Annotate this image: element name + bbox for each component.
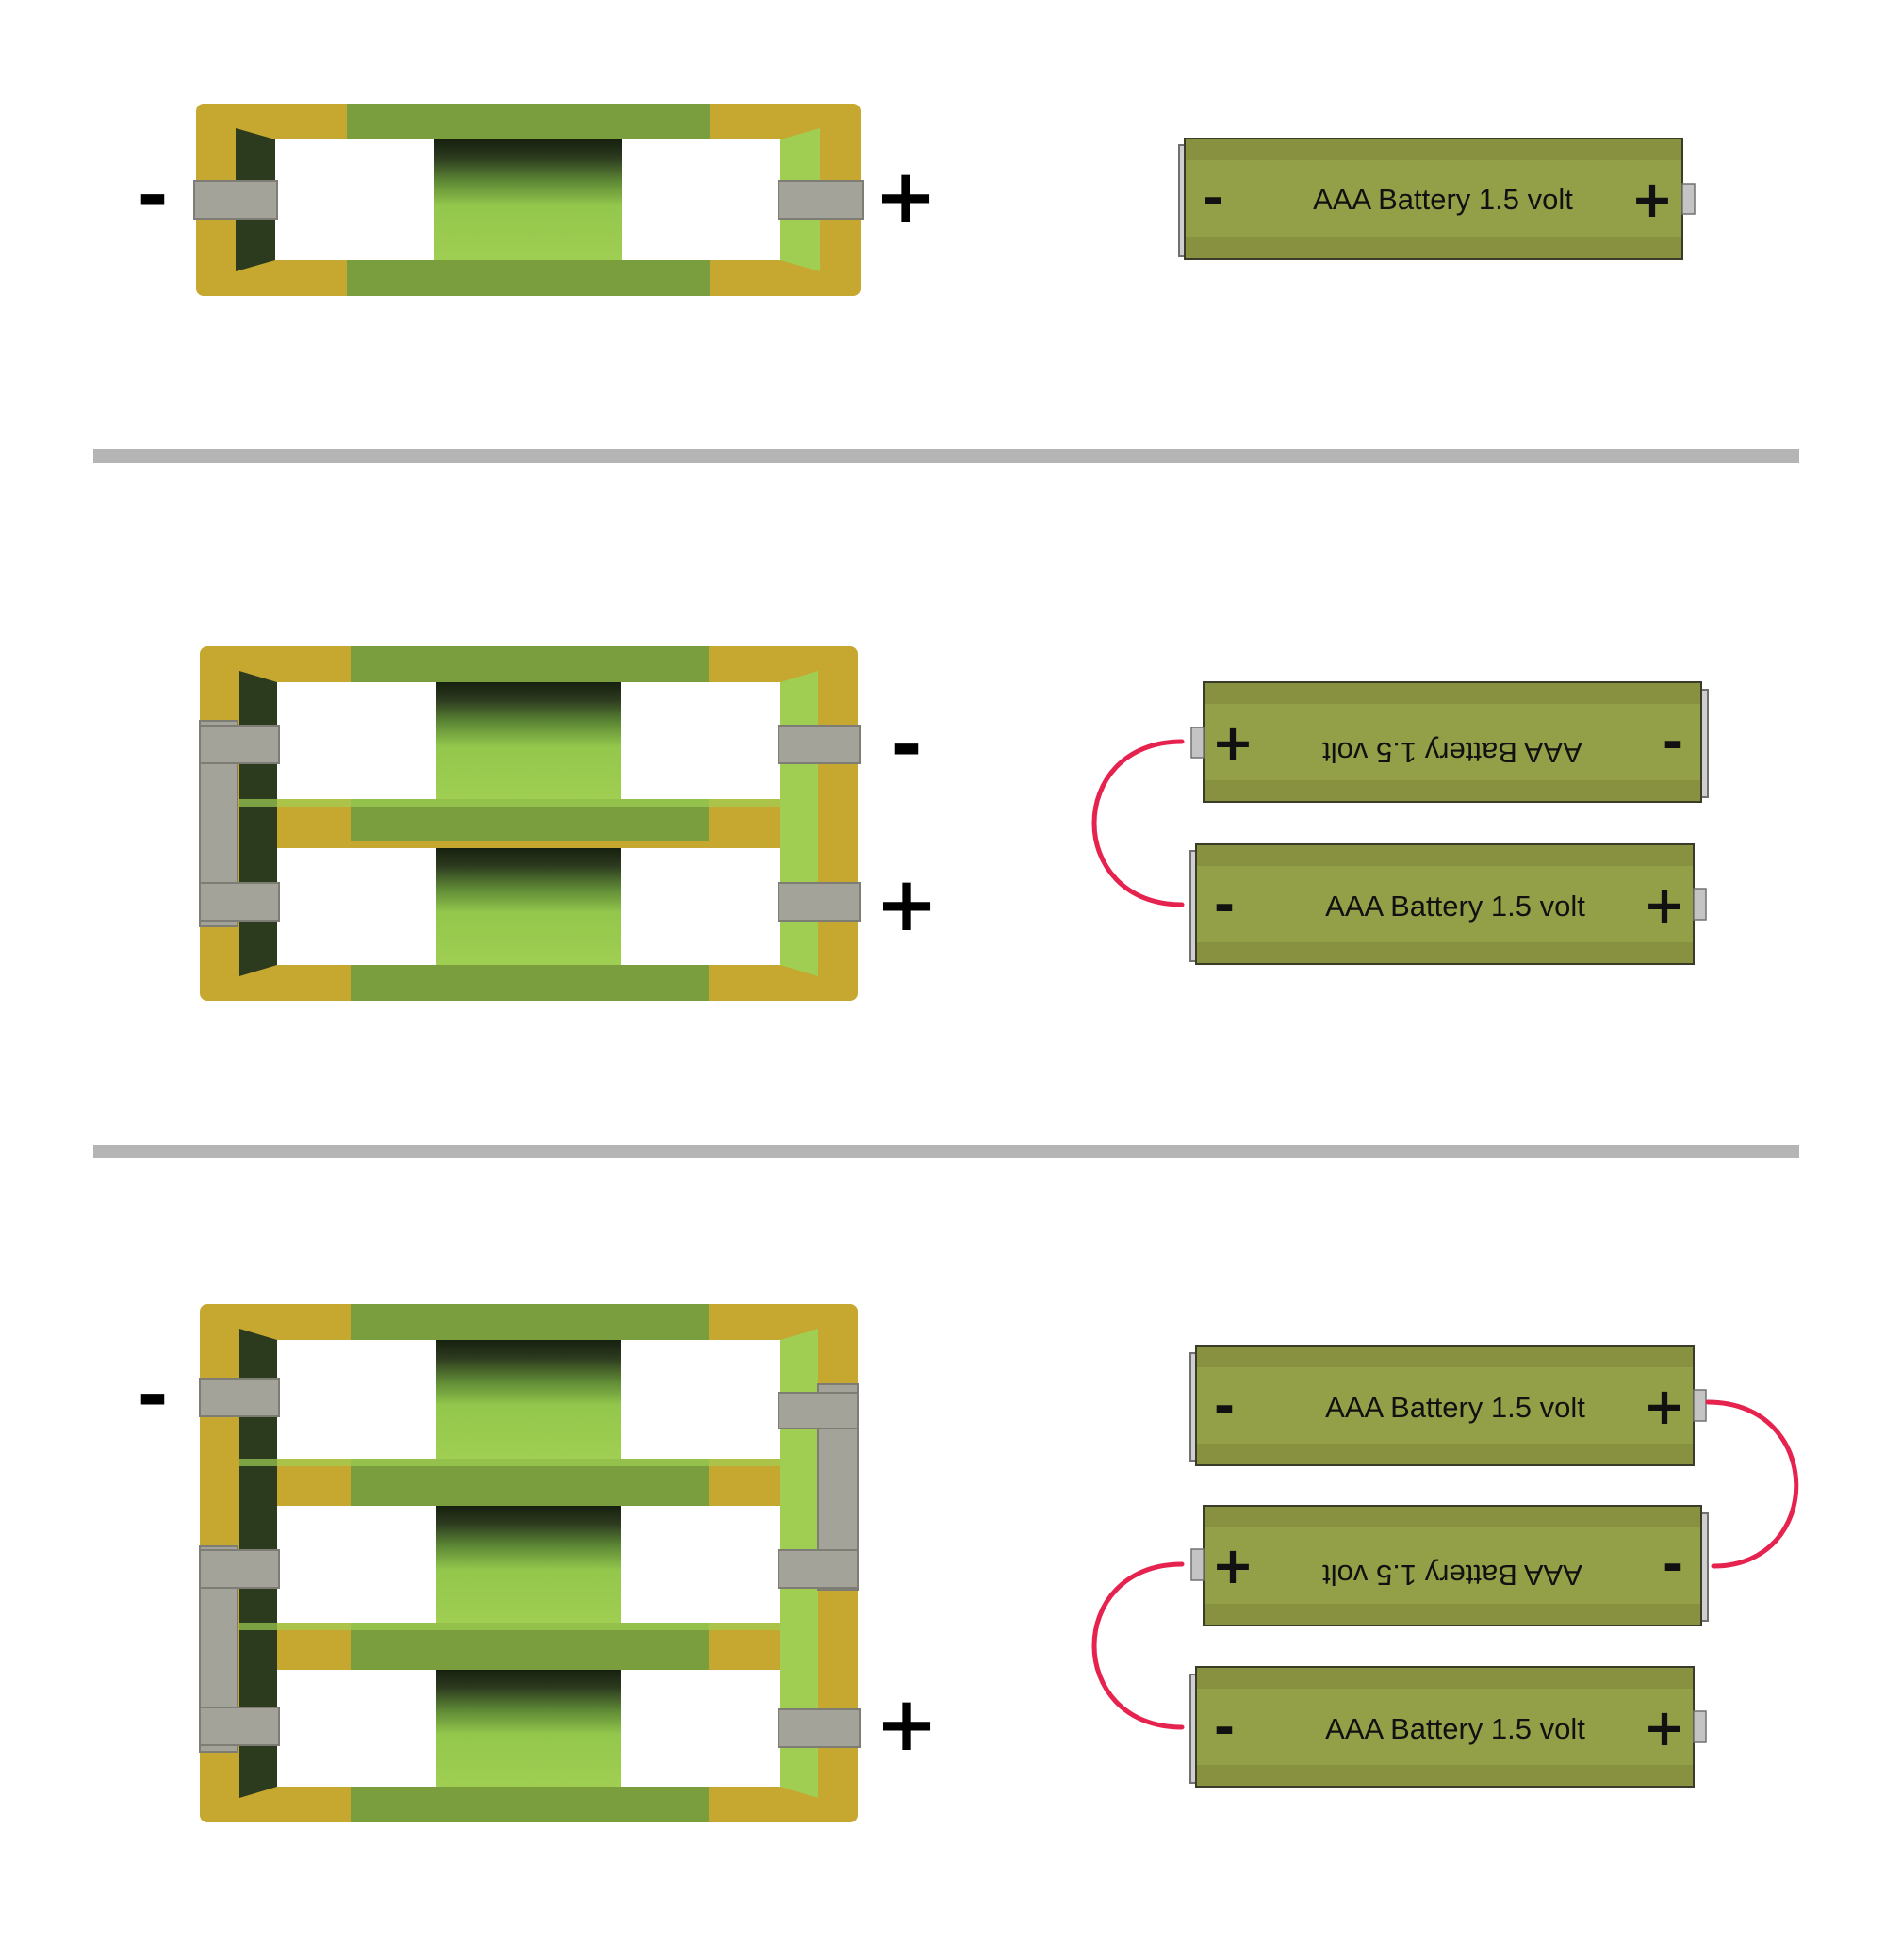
- battery-label: AAA Battery 1.5 volt: [1325, 1712, 1585, 1745]
- cell-valley: [436, 1670, 621, 1787]
- right-contact: [778, 1549, 859, 1589]
- battery-plus-sign: +: [1643, 1698, 1685, 1757]
- battery-minus-sign: -: [1203, 169, 1223, 228]
- positive-terminal-label: +: [875, 860, 938, 948]
- battery-plus-sign: +: [1643, 1377, 1685, 1436]
- holder-middle-rail: [351, 1623, 709, 1670]
- left-contact: [199, 1707, 280, 1746]
- battery-cell: - AAA Battery 1.5 volt +: [1178, 138, 1696, 260]
- battery-holder-3-cell: [199, 1304, 861, 1822]
- battery-minus-sign: -: [1214, 875, 1235, 935]
- battery-band-top: [1197, 1668, 1693, 1689]
- section-three-cell-series: - + - AAA Battery 1.5 volt + - AAA Batte…: [137, 1304, 1799, 1822]
- divider-highlight: [239, 1459, 780, 1466]
- holder-right-wall: [780, 671, 818, 976]
- section-single-cell: - + - AAA Battery 1.5 volt +: [137, 104, 1696, 296]
- negative-terminal-label: -: [137, 152, 168, 239]
- right-contact: [778, 1392, 859, 1429]
- battery-band-bottom: [1197, 1444, 1693, 1464]
- battery-minus-sign: -: [1214, 1377, 1235, 1436]
- positive-terminal-label: +: [874, 153, 937, 240]
- battery-band-bottom: [1197, 942, 1693, 963]
- negative-terminal-label: -: [891, 701, 922, 789]
- battery-nub: [1693, 888, 1707, 921]
- positive-contact: [778, 882, 861, 922]
- battery-band-top: [1205, 683, 1700, 704]
- battery-nub: [1693, 1389, 1707, 1422]
- positive-contact: [778, 1708, 861, 1748]
- battery-minus-sign: -: [1663, 712, 1683, 772]
- divider-highlight: [239, 799, 780, 807]
- battery-cell: - AAA Battery 1.5 volt +: [1189, 1345, 1707, 1466]
- left-contact: [199, 882, 280, 922]
- negative-contact: [193, 180, 278, 220]
- battery-band-top: [1197, 1347, 1693, 1367]
- battery-nub: [1190, 1548, 1205, 1581]
- left-contact: [199, 725, 280, 764]
- battery-band-top: [1186, 139, 1681, 160]
- battery-plus-sign: +: [1211, 1536, 1254, 1595]
- battery-band-bottom: [1205, 1604, 1700, 1625]
- section-divider: [93, 449, 1799, 463]
- battery-band-top: [1205, 1507, 1700, 1527]
- battery-label: AAA Battery 1.5 volt: [1322, 1559, 1582, 1592]
- holder-top-rail: [351, 1304, 709, 1340]
- battery-label: AAA Battery 1.5 volt: [1325, 890, 1585, 923]
- battery-plus-sign: +: [1631, 170, 1673, 229]
- left-contact: [199, 1549, 280, 1589]
- battery-cell-reversed: - AAA Battery 1.5 volt +: [1190, 681, 1709, 803]
- battery-band-bottom: [1205, 780, 1700, 801]
- battery-band-bottom: [1186, 237, 1681, 258]
- positive-terminal-label: +: [875, 1680, 938, 1768]
- battery-band-bottom: [1197, 1765, 1693, 1786]
- battery-nub: [1190, 727, 1205, 759]
- battery-holder-2-cell: [199, 646, 861, 1001]
- holder-bottom-rail: [351, 1787, 709, 1822]
- battery-cell: - AAA Battery 1.5 volt +: [1189, 1666, 1707, 1788]
- positive-contact: [778, 180, 864, 220]
- holder-top-rail: [351, 646, 709, 682]
- cell-valley: [436, 1340, 621, 1459]
- divider-highlight: [239, 1623, 780, 1630]
- section-two-cell-series: - + - AAA Battery 1.5 volt + - AAA Batte…: [199, 646, 1709, 1001]
- holder-middle-rail: [351, 1459, 709, 1506]
- battery-cell-reversed: - AAA Battery 1.5 volt +: [1190, 1505, 1709, 1626]
- battery-plus-sign: +: [1211, 713, 1254, 773]
- battery-cell: - AAA Battery 1.5 volt +: [1189, 843, 1707, 965]
- cell-valley: [436, 848, 621, 965]
- holder-top-rail: [347, 104, 710, 139]
- battery-nub: [1693, 1710, 1707, 1743]
- holder-bottom-rail: [351, 965, 709, 1001]
- battery-label: AAA Battery 1.5 volt: [1322, 736, 1582, 769]
- battery-holder-1-cell: [193, 104, 864, 296]
- negative-terminal-label: -: [137, 1351, 168, 1439]
- battery-band-top: [1197, 845, 1693, 866]
- negative-contact: [778, 725, 861, 764]
- battery-label: AAA Battery 1.5 volt: [1325, 1391, 1585, 1424]
- battery-plus-sign: +: [1643, 875, 1685, 935]
- divider-shade: [239, 799, 277, 841]
- battery-minus-sign: -: [1663, 1535, 1683, 1594]
- series-wire: [1705, 1399, 1799, 1569]
- negative-contact: [199, 1378, 280, 1417]
- cell-valley: [436, 682, 621, 799]
- battery-nub: [1681, 183, 1696, 215]
- battery-minus-sign: -: [1214, 1698, 1235, 1757]
- series-wire: [1091, 1561, 1185, 1730]
- series-wire: [1091, 739, 1185, 907]
- cell-valley: [436, 1506, 621, 1623]
- holder-bottom-rail: [347, 260, 710, 296]
- cell-valley: [434, 139, 622, 260]
- battery-label: AAA Battery 1.5 volt: [1313, 183, 1573, 216]
- section-divider: [93, 1145, 1799, 1158]
